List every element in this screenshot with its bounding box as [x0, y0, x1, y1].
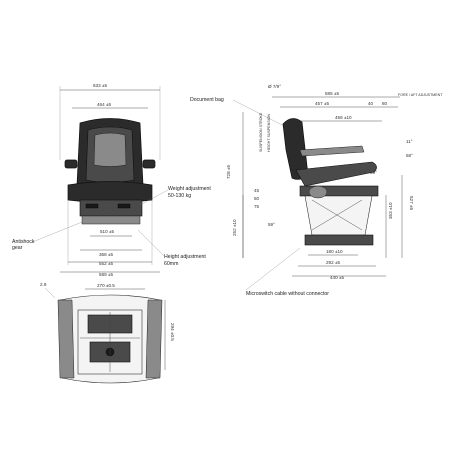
dim-side-base-180: 180 ±10	[326, 249, 343, 254]
side-base	[304, 234, 374, 246]
dim-front-base-1: 510 ±5	[100, 229, 114, 234]
dim-side-offset-80: 80	[382, 101, 388, 106]
dim-front-base-3: 552 ±5	[99, 261, 113, 266]
callout-height-range: 60mm	[164, 261, 178, 267]
dim-side-depth-total: 585 ±5	[325, 91, 339, 96]
dim-bottom-width-top: 270 ±0.5	[97, 283, 115, 288]
callout-antishock: Antishock	[12, 239, 35, 245]
side-armrest	[299, 145, 365, 157]
callout-microswitch: Microswitch cable without connector	[246, 291, 329, 297]
dim-side-height-728: 728 ±5	[226, 165, 231, 179]
label-suspension-stroke: SUSPENSION STROKE	[259, 112, 263, 152]
label-fore-aft: FORE / AFT ADJUSTMENT	[398, 93, 443, 97]
callout-gear: gear	[12, 245, 23, 251]
front-base-plate	[81, 215, 141, 225]
angle-59b: 59°	[268, 222, 275, 227]
callout-weight-adjustment: Weight adjustment	[168, 186, 211, 192]
dim-front-base-4: 589 ±5	[99, 272, 113, 277]
front-cushion	[67, 181, 153, 203]
side-cushion	[295, 161, 377, 187]
dim-front-width-back: 464 ±5	[97, 102, 111, 107]
dim-side-depth-cushion: 456 ±10	[335, 115, 352, 120]
dim-side-height-353: 353 ±10	[388, 202, 393, 219]
dim-bottom-angle: 2.9	[40, 282, 47, 287]
dim-side-depth-seat: 457 ±5	[315, 101, 329, 106]
front-view: 633 ±5 464 ±5 510 ±5 368 ±5 552 ±5 589 ±…	[12, 83, 211, 277]
front-backrest-panel	[93, 132, 127, 167]
dim-front-base-2: 368 ±5	[99, 252, 113, 257]
front-armrest-left	[64, 159, 78, 169]
side-view: Document bag Ø 7/9° FORE / AFT ADJUSTMEN…	[190, 84, 443, 297]
side-knob	[308, 185, 328, 199]
dim-side-offset-40: 40	[368, 101, 374, 106]
dim-side-base-292: 292 ±5	[326, 260, 340, 265]
bottom-backrest	[57, 299, 75, 379]
dim-side-top-angle: Ø 7/9°	[268, 84, 281, 89]
callout-weight-range: 50-130 kg	[168, 193, 191, 199]
dim-front-width-total: 633 ±5	[93, 83, 107, 88]
angle-11: 11°	[406, 139, 413, 144]
dim-bottom-depth-right: 294 ±0.5	[170, 323, 175, 341]
angle-59: 59°	[370, 170, 377, 175]
angle-58: 58°	[406, 153, 413, 158]
front-armrest-right	[142, 159, 156, 169]
bottom-view: 2.9 270 ±0.5 294 ±0.5	[40, 282, 175, 384]
dim-side-height-527: 527 ±5	[409, 196, 414, 210]
label-v60: 60	[254, 196, 260, 201]
dim-side-height-252: 252 ±10	[232, 219, 237, 236]
callout-height-adjustment: Height adjustment	[164, 254, 206, 260]
label-height-suspension: HEIGHT SUSPENSION	[267, 114, 271, 152]
callout-document-bag: Document bag	[190, 97, 224, 103]
label-v45: 45	[254, 188, 260, 193]
label-v75: 75	[254, 204, 260, 209]
dim-side-base-440: 440 ±5	[330, 275, 344, 280]
